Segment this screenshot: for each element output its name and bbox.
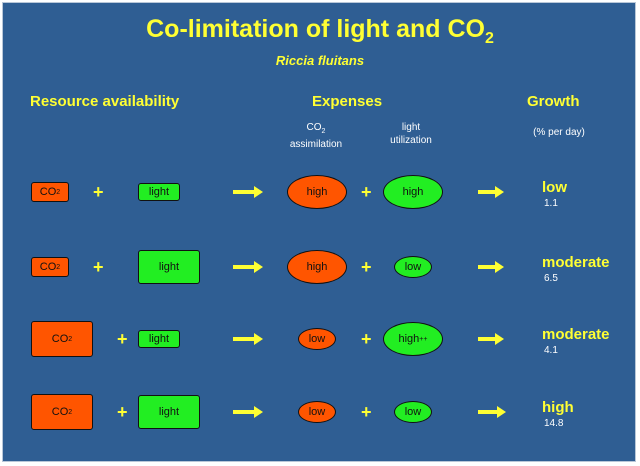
plus-sign: + <box>361 257 372 277</box>
plus-sign: + <box>361 182 372 202</box>
light-availability-box: light <box>138 395 200 429</box>
light-label: light <box>148 186 170 198</box>
co2-subscript: 2 <box>56 263 61 271</box>
arrow-to-growth <box>478 333 504 345</box>
plus-sign: + <box>117 402 128 422</box>
co2-label: CO <box>39 261 57 273</box>
growth-rate: 1.1 <box>544 198 558 209</box>
light-expense-ellipse: high <box>383 175 443 209</box>
light-availability-box: light <box>138 250 200 284</box>
growth-rate: 14.8 <box>544 418 564 429</box>
growth-level: moderate <box>542 254 610 271</box>
light-expense-mark: ++ <box>419 335 428 343</box>
co2-expense-ellipse: low <box>298 328 336 350</box>
light-expense-ellipse: low <box>394 401 432 423</box>
light-expense-label: high <box>402 186 424 198</box>
growth-rate: 4.1 <box>544 345 558 356</box>
co2-expense-label: high <box>306 186 328 198</box>
light-expense-label: high <box>398 333 420 345</box>
light-expense-ellipse: low <box>394 256 432 278</box>
light-expense-ellipse: high++ <box>383 322 443 356</box>
growth-unit-label: (% per day) <box>533 127 585 138</box>
growth-level: low <box>542 179 567 196</box>
arrow-to-expenses <box>233 186 263 198</box>
growth-level: moderate <box>542 326 610 343</box>
co2-label: CO <box>51 333 69 345</box>
light-availability-box: light <box>138 330 180 348</box>
co2-expense-label: low <box>308 333 326 345</box>
co2-expense-ellipse: low <box>298 401 336 423</box>
growth-heading: Growth <box>527 93 580 110</box>
co2-expense-ellipse: high <box>287 250 347 284</box>
light-expense-label: low <box>404 261 422 273</box>
slide-title: Co-limitation of light and CO2 <box>146 15 494 47</box>
resource-availability-heading: Resource availability <box>30 93 180 110</box>
co2-label: CO <box>51 406 69 418</box>
co2-label: CO <box>39 186 57 198</box>
light-label: light <box>158 406 180 418</box>
slide-subtitle: Riccia fluitans <box>275 53 365 68</box>
co2-expense-label: high <box>306 261 328 273</box>
co2-expense-label: low <box>308 406 326 418</box>
plus-sign: + <box>93 182 104 202</box>
arrow-to-growth <box>478 406 506 418</box>
plus-sign: + <box>93 257 104 277</box>
light-availability-box: light <box>138 183 180 201</box>
co2-expense-ellipse: high <box>287 175 347 209</box>
light-expense-label: low <box>404 406 422 418</box>
plus-sign: + <box>117 329 128 349</box>
plus-sign: + <box>361 329 372 349</box>
light-label: light <box>148 333 170 345</box>
light-label: light <box>158 261 180 273</box>
growth-rate: 6.5 <box>544 273 558 284</box>
co2-subscript: 2 <box>56 188 61 196</box>
plus-sign: + <box>361 402 372 422</box>
co2-subscript: 2 <box>68 335 73 343</box>
arrow-to-expenses <box>233 406 263 418</box>
growth-level: high <box>542 399 574 416</box>
arrow-to-expenses <box>233 261 263 273</box>
arrow-to-expenses <box>233 333 263 345</box>
slide: Co-limitation of light and CO2 Riccia fl… <box>2 2 636 462</box>
arrow-to-growth <box>478 186 504 198</box>
arrow-to-growth <box>478 261 504 273</box>
co2-subscript: 2 <box>68 408 73 416</box>
expenses-heading: Expenses <box>312 93 383 110</box>
